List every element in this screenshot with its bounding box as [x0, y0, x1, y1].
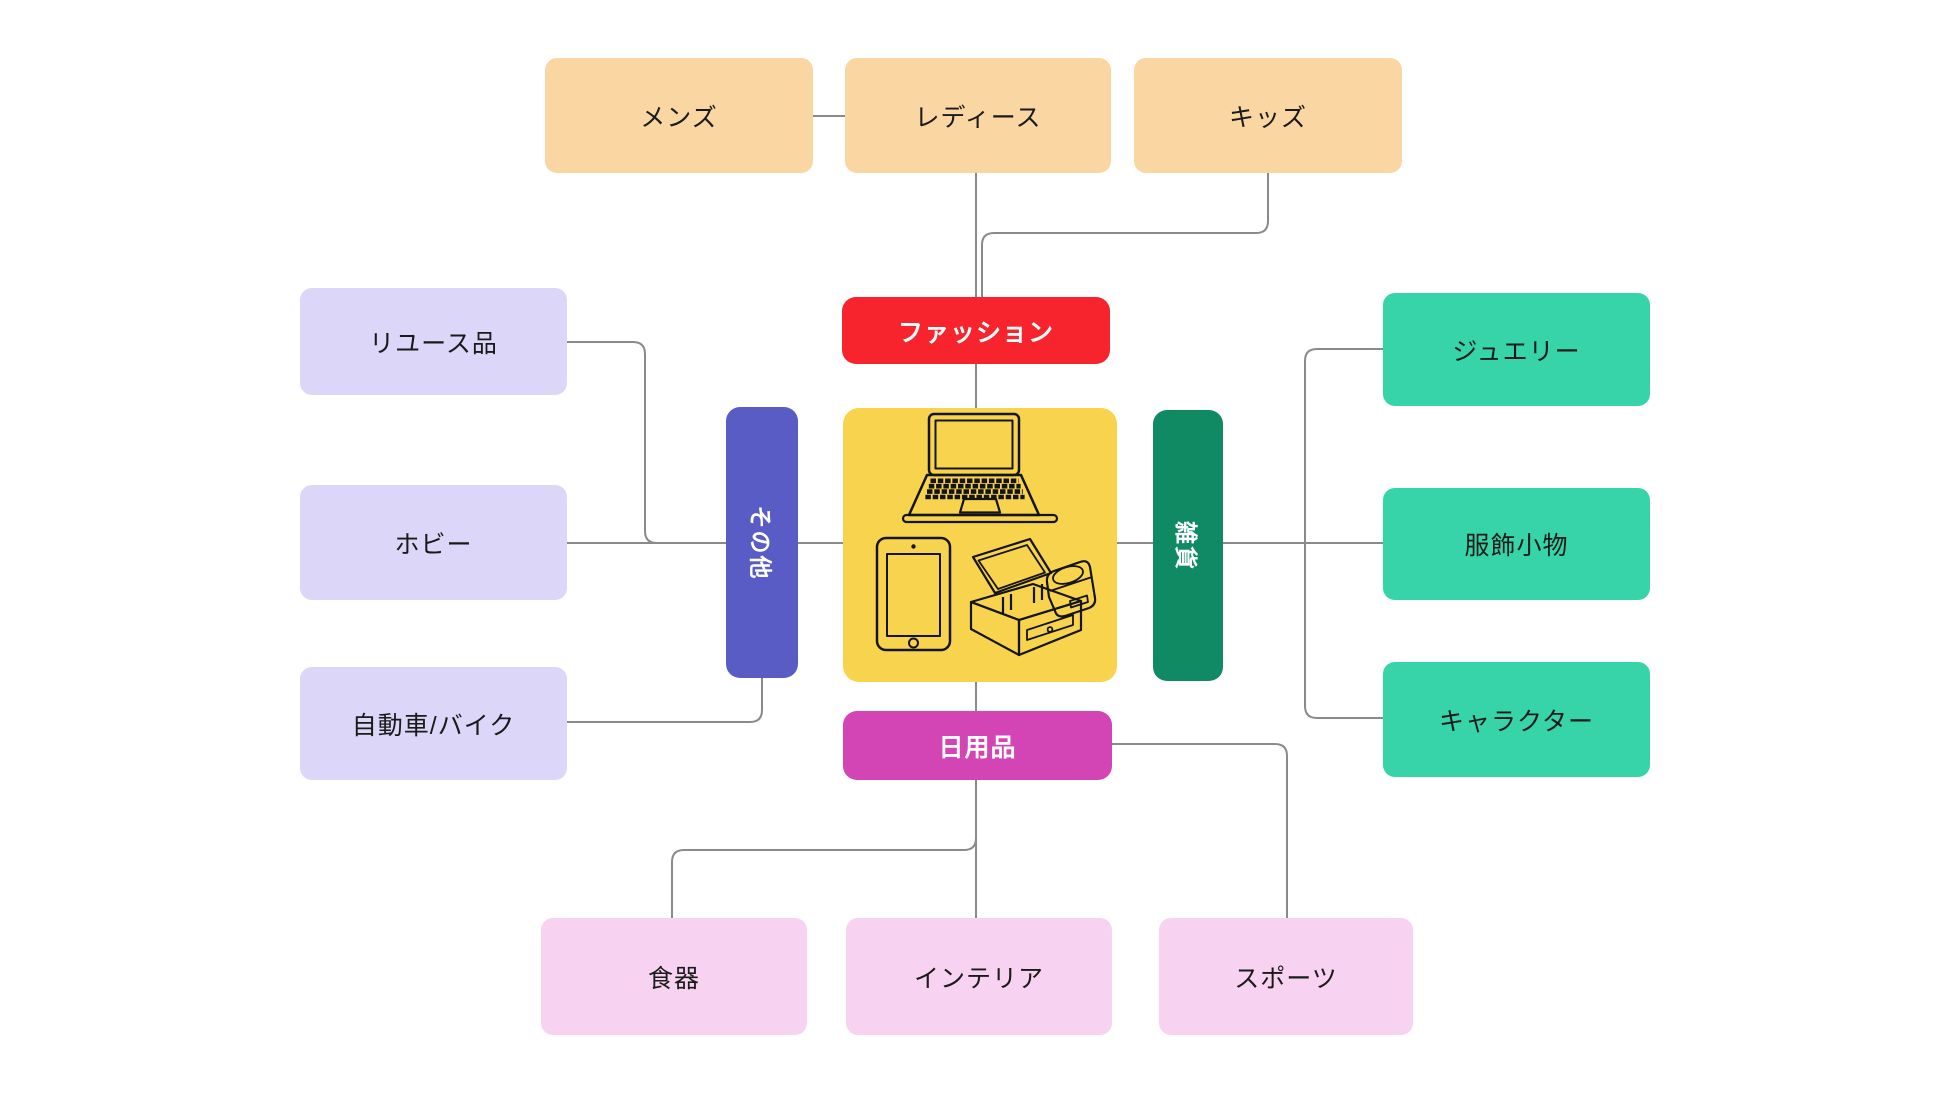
node-kids[interactable]: キッズ — [1134, 58, 1402, 173]
edge-zakka-jewelry-character — [1304, 348, 1384, 719]
node-zakka-label: 雑貨 — [1173, 520, 1199, 571]
node-jewelry[interactable]: ジュエリー — [1383, 293, 1650, 406]
node-fashion[interactable]: ファッション — [842, 297, 1110, 364]
devices-illustration — [875, 412, 1097, 657]
node-center-devices[interactable] — [843, 408, 1117, 682]
edge-reuse-sonota — [566, 341, 658, 544]
node-sports-label: スポーツ — [1234, 964, 1338, 993]
node-daily[interactable]: 日用品 — [843, 711, 1112, 780]
node-interior[interactable]: インテリア — [846, 918, 1112, 1035]
node-tableware[interactable]: 食器 — [541, 918, 807, 1035]
edge-sonota-carbike — [566, 677, 763, 723]
node-mens-label: メンズ — [640, 103, 718, 132]
node-accessories[interactable]: 服飾小物 — [1383, 488, 1650, 600]
edge-daily-sports — [1111, 743, 1288, 919]
node-car-bike[interactable]: 自動車/バイク — [300, 667, 567, 780]
node-interior-label: インテリア — [913, 964, 1044, 993]
node-mens[interactable]: メンズ — [545, 58, 813, 173]
tablet-icon — [875, 536, 952, 652]
node-zakka[interactable]: 雑貨 — [1153, 410, 1223, 681]
node-ladies[interactable]: レディース — [845, 58, 1111, 173]
node-kids-label: キッズ — [1228, 103, 1307, 132]
node-ladies-label: レディース — [914, 103, 1042, 132]
node-daily-label: 日用品 — [938, 733, 1017, 762]
node-character[interactable]: キャラクター — [1383, 662, 1650, 777]
edge-daily-tableware — [671, 837, 977, 919]
node-hobby-label: ホビー — [394, 530, 473, 559]
node-jewelry-label: ジュエリー — [1452, 337, 1581, 366]
node-reuse[interactable]: リユース品 — [300, 288, 567, 395]
node-hobby[interactable]: ホビー — [300, 485, 567, 600]
node-character-label: キャラクター — [1438, 707, 1594, 736]
node-sports[interactable]: スポーツ — [1159, 918, 1413, 1035]
node-fashion-label: ファッション — [897, 318, 1054, 347]
node-sonota[interactable]: その他 — [726, 407, 798, 678]
edge-kids-fashion — [981, 172, 1269, 298]
node-accessories-label: 服飾小物 — [1464, 532, 1569, 560]
node-tableware-label: 食器 — [647, 964, 700, 993]
laptop-icon — [901, 412, 1059, 524]
node-car-bike-label: 自動車/バイク — [351, 711, 516, 740]
node-reuse-label: リユース品 — [369, 329, 498, 358]
node-sonota-label: その他 — [747, 505, 773, 580]
pos-register-icon — [969, 537, 1097, 657]
